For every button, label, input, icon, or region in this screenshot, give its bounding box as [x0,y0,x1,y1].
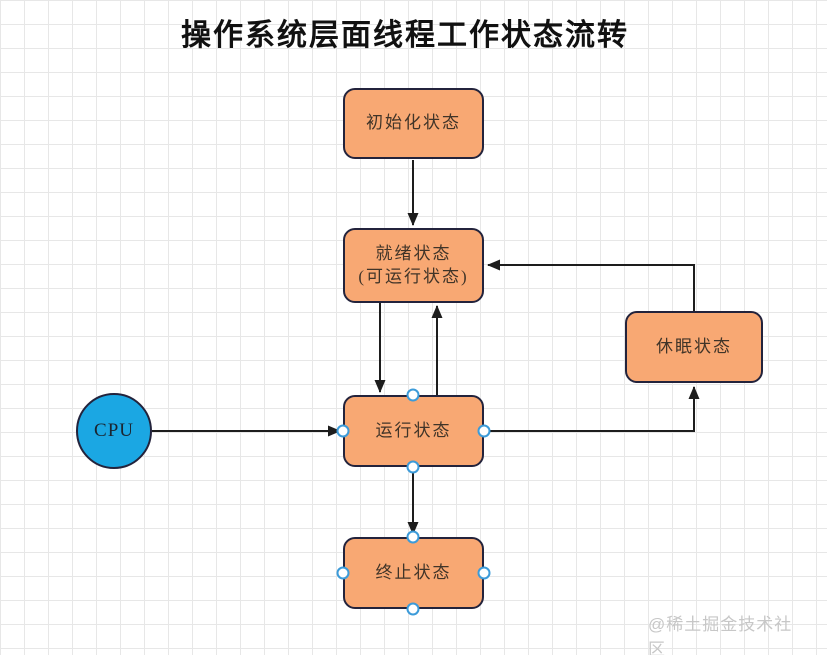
selection-handle-running-right[interactable] [477,424,491,438]
node-init-state[interactable]: 初始化状态 [343,88,484,159]
watermark: @稀土掘金技术社区 [648,615,793,655]
selection-handle-terminated-left[interactable] [336,566,350,580]
node-cpu[interactable]: CPU [76,393,152,469]
node-running-label: 运行状态 [375,420,452,440]
edge-sleep-to-ready[interactable] [487,259,695,311]
diagram-title: 操作系统层面线程工作状态流转 [181,19,629,52]
selection-handle-terminated-bottom[interactable] [406,602,420,616]
node-ready-state[interactable]: 就绪状态 (可运行状态) [343,228,484,303]
node-running-state[interactable]: 运行状态 [343,395,484,467]
node-sleep-state[interactable]: 休眠状态 [625,311,763,383]
node-init-label: 初始化状态 [366,113,461,133]
node-terminated-label: 终止状态 [375,562,452,582]
node-ready-label: 就绪状态 [375,243,452,263]
selection-handle-terminated-top[interactable] [406,530,420,544]
selection-handle-running-left[interactable] [336,424,350,438]
node-cpu-label: CPU [94,420,134,441]
selection-handle-running-top[interactable] [406,388,420,402]
selection-handle-running-bottom[interactable] [406,460,420,474]
node-terminated-state[interactable]: 终止状态 [343,537,484,609]
edge-running-to-sleep[interactable] [484,386,700,432]
node-ready-sublabel: (可运行状态) [358,266,469,286]
selection-handle-terminated-right[interactable] [477,566,491,580]
node-sleep-label: 休眠状态 [656,336,732,356]
